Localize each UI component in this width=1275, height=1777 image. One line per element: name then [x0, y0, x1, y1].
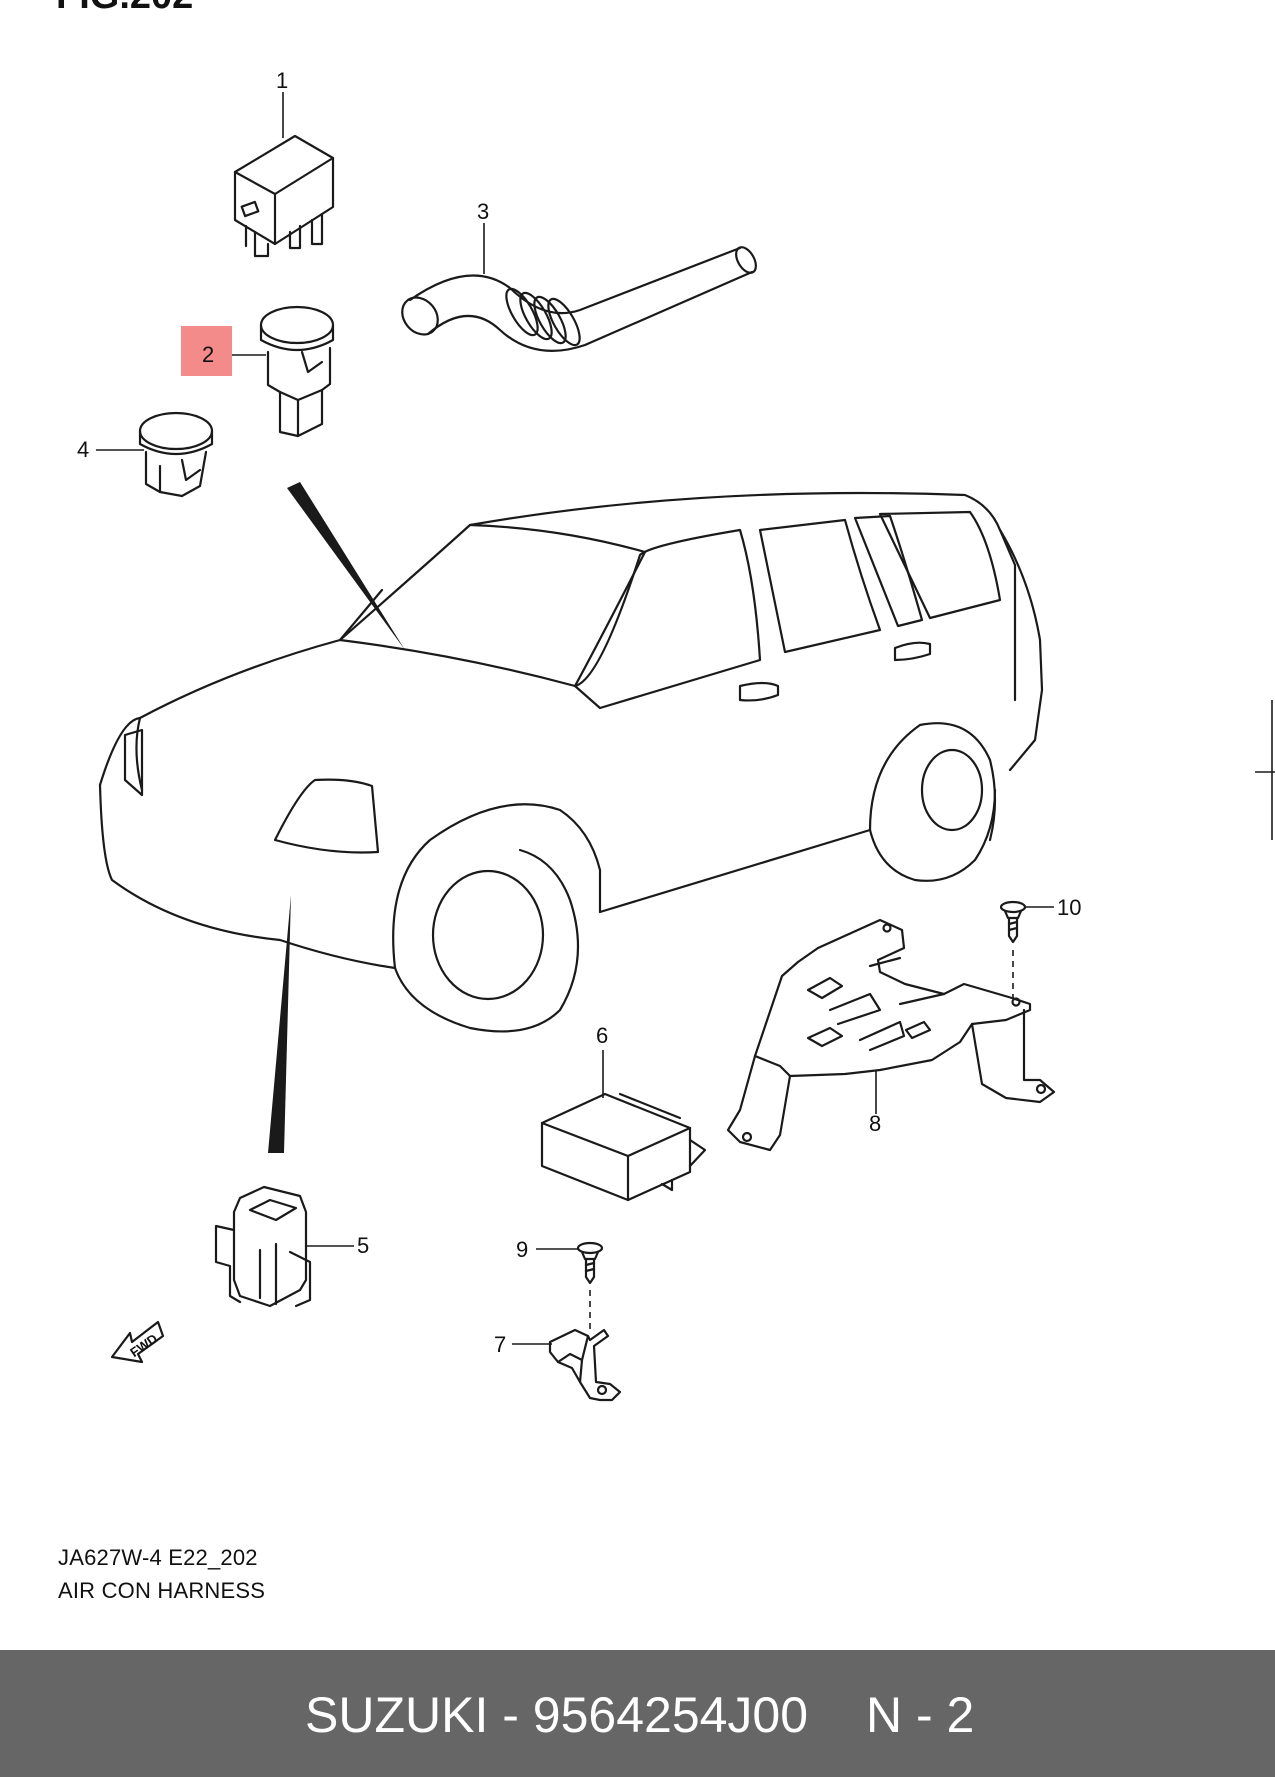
- callout-9: 9: [516, 1237, 528, 1262]
- callout-2-highlight: [181, 326, 232, 376]
- pointer-bottom: [268, 895, 291, 1153]
- pointer-top: [287, 482, 405, 650]
- part-relay: [233, 134, 335, 258]
- callout-4: 4: [77, 437, 89, 462]
- edge-mark: [1255, 700, 1275, 840]
- figure-label: FIG.202: [56, 0, 193, 17]
- callout-6: 6: [596, 1023, 608, 1048]
- footer-position: N - 2: [866, 1687, 975, 1743]
- part-control-module: [540, 1092, 707, 1202]
- diagram-code: JA627W-4 E22_202: [58, 1545, 258, 1570]
- part-connector: [214, 1185, 312, 1308]
- callout-5: 5: [357, 1233, 369, 1258]
- part-screw-9: [576, 1241, 604, 1330]
- part-screw-10: [999, 900, 1027, 998]
- callout-7: 7: [494, 1332, 506, 1357]
- part-mounting-bracket: [726, 918, 1056, 1152]
- part-grommet: [138, 411, 214, 498]
- fwd-arrow-icon: FWD: [110, 1320, 165, 1364]
- footer-part-number: SUZUKI - 9564254J00: [305, 1687, 809, 1743]
- callout-2: 2: [202, 342, 214, 367]
- callout-10: 10: [1057, 895, 1081, 920]
- part-small-bracket: [548, 1328, 622, 1402]
- vehicle-outline: [98, 491, 1044, 1033]
- parts-diagram: FIG.202 1 2 3: [56, 0, 1275, 1402]
- part-hose: [401, 246, 757, 352]
- part-plug: [259, 305, 335, 438]
- callout-1: 1: [276, 68, 288, 93]
- callout-3: 3: [477, 199, 489, 224]
- diagram-title: AIR CON HARNESS: [58, 1578, 266, 1603]
- footer-bar: SUZUKI - 9564254J00 N - 2: [0, 1650, 1275, 1777]
- callout-8: 8: [869, 1111, 881, 1136]
